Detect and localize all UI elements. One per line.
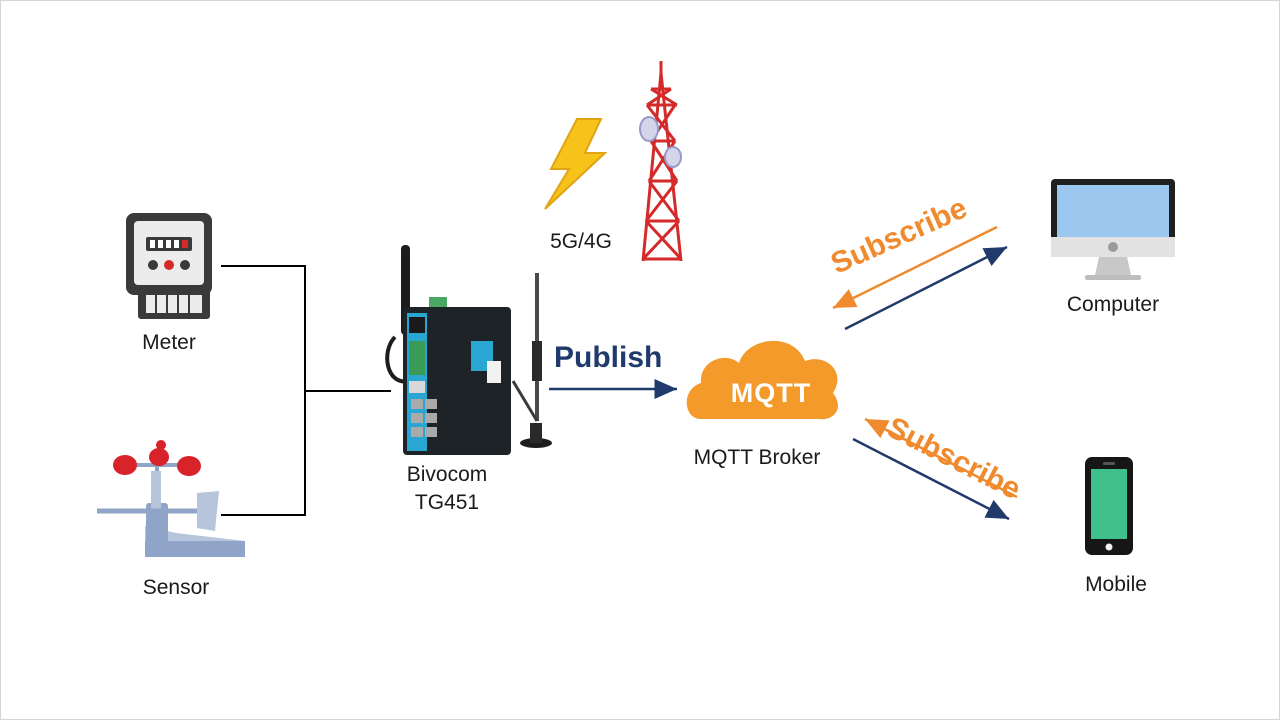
to-mobile-arrow [852, 437, 1010, 521]
router-gateway-icon [385, 245, 552, 455]
computer-label: Computer [1066, 293, 1160, 316]
smartphone-icon [1085, 457, 1133, 555]
device-connector [221, 265, 391, 516]
cloud-text: MQTT [730, 378, 812, 408]
cell-tower-icon [641, 61, 683, 262]
sensor-label: Sensor [142, 576, 210, 599]
subscribe-arrow-computer [832, 225, 998, 310]
anemometer-icon [97, 440, 245, 557]
gateway-label-brand: Bivocom [406, 463, 488, 486]
mobile-label: Mobile [1085, 573, 1147, 596]
cloud-icon [686, 340, 838, 420]
to-computer-arrow [844, 245, 1008, 331]
monitor-icon [1051, 179, 1175, 280]
electric-meter-icon [126, 213, 212, 319]
tower-dish [639, 116, 682, 168]
broker-label: MQTT Broker [693, 446, 821, 469]
subscribe-arrow-mobile [864, 417, 1018, 499]
network-label: 5G/4G [550, 230, 612, 253]
lightning-icon [544, 118, 608, 210]
gateway-label-model: TG451 [414, 491, 480, 514]
publish-label: Publish [554, 341, 663, 374]
meter-label: Meter [142, 331, 196, 354]
